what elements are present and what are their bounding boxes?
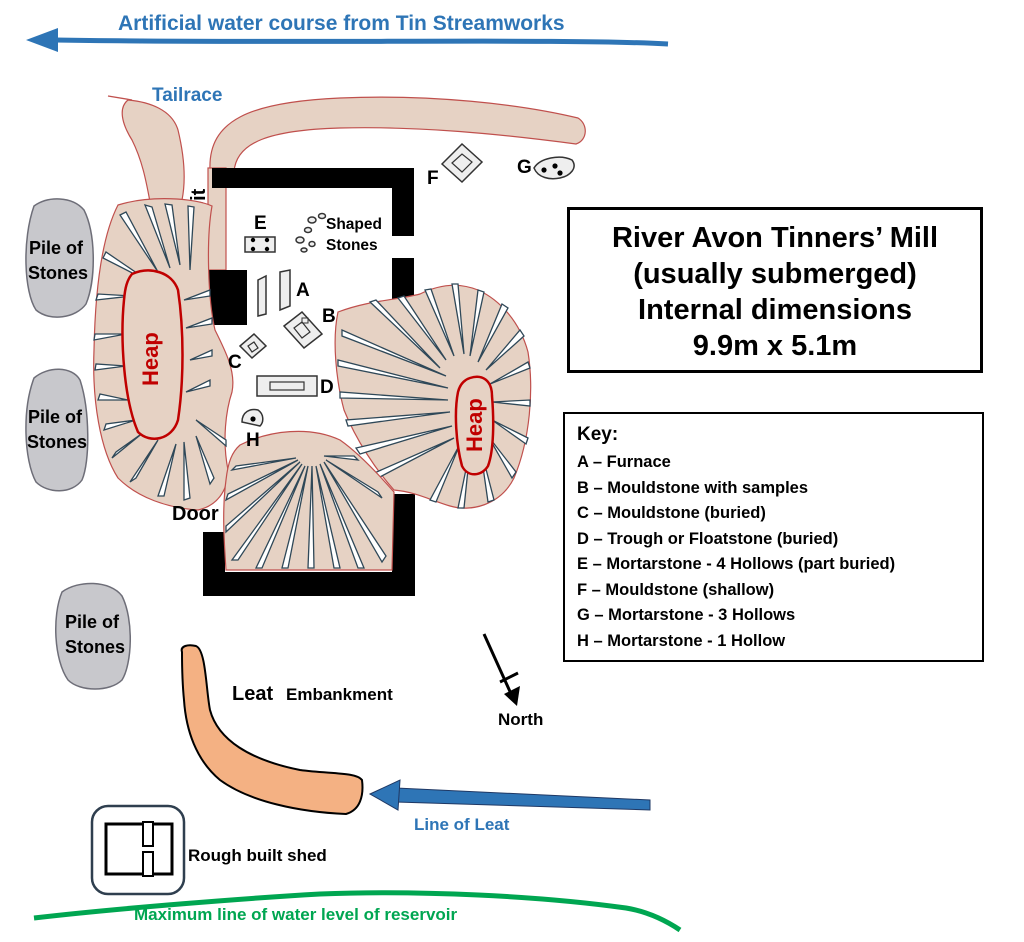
north-arrow-icon bbox=[482, 633, 520, 706]
key-item-D: D – Trough or Floatstone (buried) bbox=[577, 529, 839, 548]
tailrace-line bbox=[107, 95, 133, 101]
pile-1-label-b: Stones bbox=[28, 263, 88, 283]
pile-of-stones-3 bbox=[55, 582, 131, 690]
key-item-E: E – Mortarstone - 4 Hollows (part buried… bbox=[577, 555, 896, 573]
pile-2-label-a: Pile of bbox=[28, 407, 83, 427]
label-D: D bbox=[320, 377, 334, 398]
pile-1-label-a: Pile of bbox=[29, 238, 84, 258]
shaped-stones-icon bbox=[295, 212, 327, 253]
line-of-leat-arrow bbox=[368, 779, 651, 811]
tailrace-label: Tailrace bbox=[152, 85, 222, 106]
tailrace-channel bbox=[121, 99, 185, 203]
pile-3-label-b: Stones bbox=[65, 637, 125, 657]
key-item-A: A – Furnace bbox=[577, 453, 671, 471]
title-line-2: (usually submerged) bbox=[633, 258, 917, 290]
shed-label: Rough built shed bbox=[188, 846, 327, 865]
furnace-icon bbox=[257, 269, 291, 317]
title-line-3: Internal dimensions bbox=[638, 294, 912, 326]
pile-of-stones-1 bbox=[25, 198, 94, 318]
reservoir-line bbox=[33, 890, 682, 933]
water-course-arrow bbox=[26, 28, 669, 52]
shaped-stones-label-a: Shaped bbox=[326, 216, 382, 233]
upper-channel bbox=[209, 96, 586, 173]
pile-2-label-b: Stones bbox=[27, 432, 87, 452]
mortarstone-3-hollows-icon bbox=[533, 156, 575, 180]
label-A: A bbox=[296, 280, 310, 301]
key-item-H: H – Mortarstone - 1 Hollow bbox=[577, 631, 786, 650]
label-F: F bbox=[427, 168, 439, 189]
pile-3-label-a: Pile of bbox=[65, 612, 120, 632]
key-item-F: F – Mouldstone (shallow) bbox=[577, 580, 775, 599]
mouldstone-buried-icon bbox=[238, 332, 268, 360]
right-heap-label: Heap bbox=[462, 398, 487, 452]
label-H: H bbox=[246, 430, 260, 451]
label-G: G bbox=[517, 157, 532, 178]
pile-of-stones-2 bbox=[25, 368, 89, 492]
mill-walls bbox=[203, 168, 415, 596]
key-box: Key: A – Furnace B – Mouldstone with sam… bbox=[563, 412, 984, 662]
right-heap-core bbox=[454, 375, 495, 476]
title-line-1: River Avon Tinners’ Mill bbox=[611, 222, 939, 254]
key-item-C: C – Mouldstone (buried) bbox=[577, 504, 766, 522]
door-label: Door bbox=[172, 503, 219, 525]
key-item-G: G – Mortarstone - 3 Hollows bbox=[577, 606, 796, 624]
rough-built-shed-icon bbox=[90, 804, 186, 896]
bottom-heap-spikes bbox=[224, 455, 387, 569]
north-label: North bbox=[498, 710, 543, 729]
mortarstone-1-hollow-icon bbox=[241, 408, 264, 427]
left-heap-core bbox=[121, 269, 184, 440]
title-box: River Avon Tinners’ Mill (usually submer… bbox=[567, 207, 983, 373]
label-C: C bbox=[228, 352, 242, 373]
title-line-4: 9.9m x 5.1m bbox=[692, 330, 858, 362]
label-E: E bbox=[254, 213, 267, 234]
mortarstone-4-hollows-icon bbox=[244, 236, 276, 253]
water-course-label: Artificial water course from Tin Streamw… bbox=[118, 12, 565, 35]
reservoir-label: Maximum line of water level of reservoir bbox=[134, 905, 458, 924]
key-title: Key: bbox=[577, 424, 619, 445]
embankment-label: Embankment bbox=[286, 685, 393, 704]
right-heap-spikes bbox=[337, 283, 531, 509]
shaped-stones-label-b: Stones bbox=[326, 237, 378, 254]
bottom-heap-area bbox=[223, 430, 395, 571]
leat-label: Leat bbox=[232, 683, 273, 705]
left-heap-label: Heap bbox=[138, 332, 163, 386]
trough-icon bbox=[256, 375, 318, 397]
label-B: B bbox=[322, 306, 336, 327]
mouldstone-samples-icon bbox=[282, 310, 324, 350]
key-item-B: B – Mouldstone with samples bbox=[577, 478, 809, 497]
leat-embankment bbox=[180, 644, 364, 816]
mouldstone-shallow-icon bbox=[440, 142, 484, 184]
line-of-leat-label: Line of Leat bbox=[414, 815, 510, 834]
